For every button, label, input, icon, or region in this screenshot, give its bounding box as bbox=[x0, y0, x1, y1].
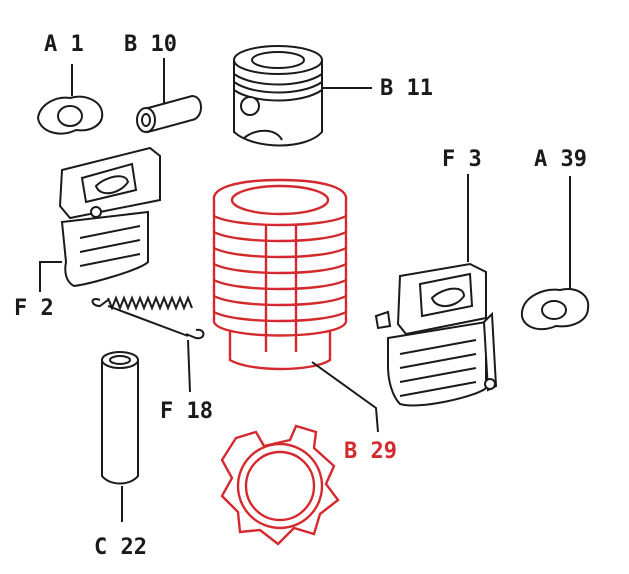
part-b11-piston bbox=[233, 45, 323, 147]
label-b10: B 10 bbox=[124, 32, 177, 57]
part-b29-nut[interactable] bbox=[220, 424, 340, 546]
part-f2-bracket bbox=[58, 146, 161, 288]
label-a39: A 39 bbox=[534, 147, 587, 172]
leader-b29 bbox=[311, 361, 379, 433]
label-c22: C 22 bbox=[94, 535, 147, 560]
part-f18-spring bbox=[91, 295, 205, 340]
label-f18: F 18 bbox=[160, 399, 213, 424]
part-b29-cylinder[interactable] bbox=[212, 178, 348, 371]
part-a39-gasket bbox=[520, 288, 590, 331]
label-b11: B 11 bbox=[380, 76, 433, 101]
part-c22-tube bbox=[101, 351, 139, 485]
part-b10-pin bbox=[136, 94, 202, 134]
label-f2: F 2 bbox=[14, 296, 54, 321]
label-f3: F 3 bbox=[442, 147, 482, 172]
label-b29: B 29 bbox=[344, 439, 397, 464]
part-a1-gasket bbox=[36, 95, 104, 135]
part-f3-bracket bbox=[374, 262, 498, 407]
leader-f18 bbox=[187, 339, 191, 393]
leader-f2 bbox=[39, 261, 62, 292]
label-a1: A 1 bbox=[44, 32, 84, 57]
